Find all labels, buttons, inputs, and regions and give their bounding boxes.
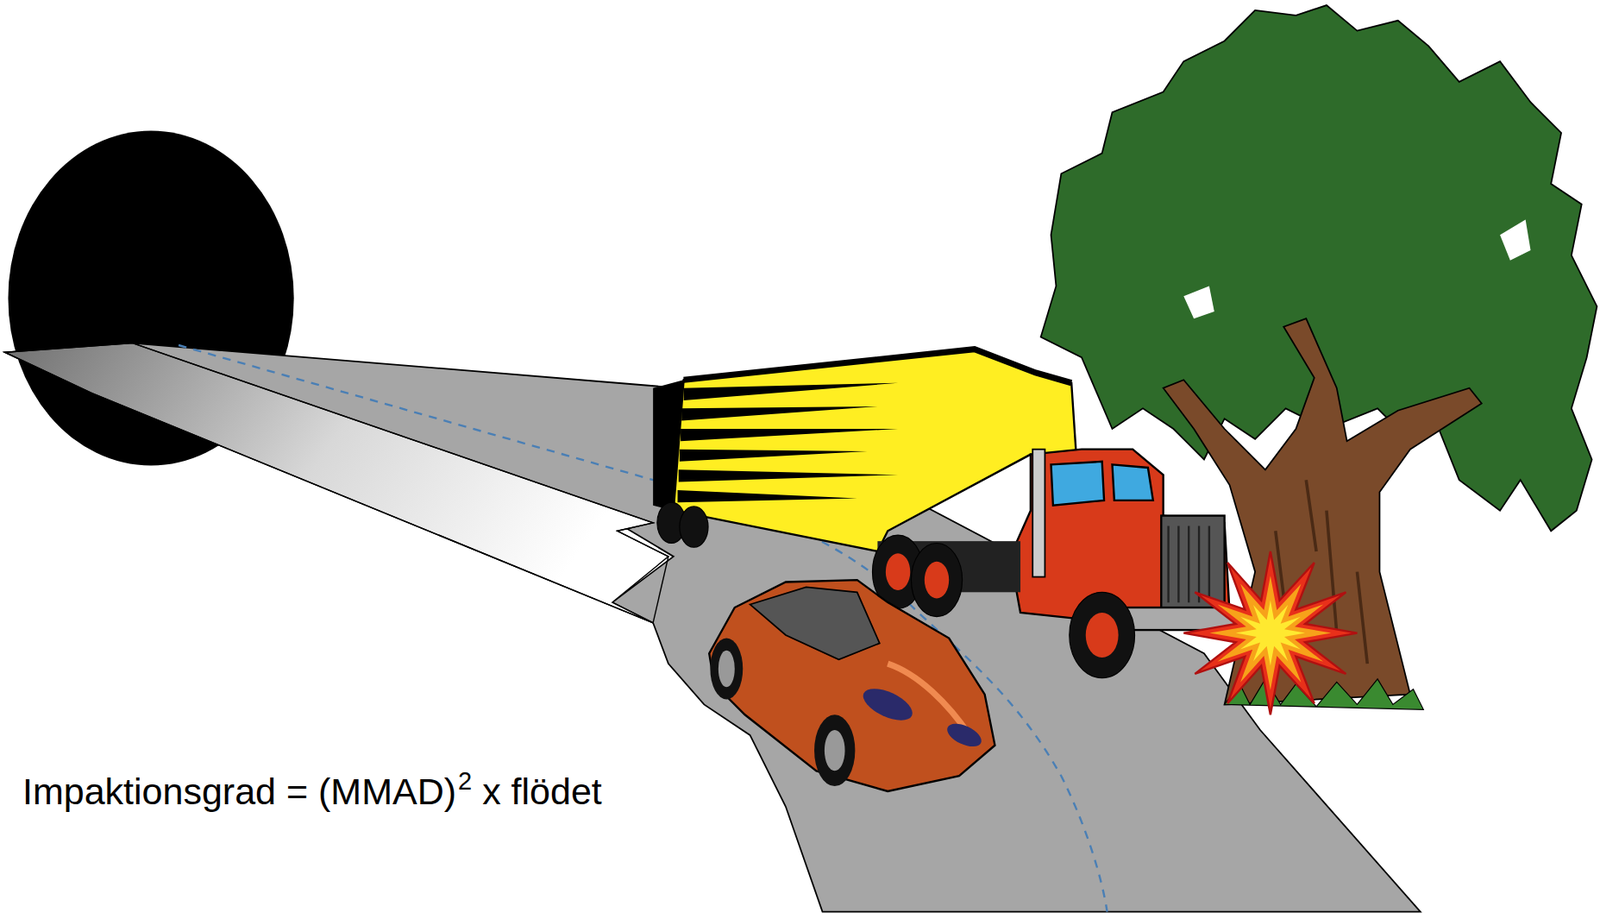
canopy-gap <box>1183 285 1214 319</box>
grille-bars <box>1168 525 1210 603</box>
trailer-roof <box>683 349 1073 383</box>
car-headlight <box>858 682 917 728</box>
exhaust-stack <box>1032 449 1045 578</box>
beam-edge <box>5 343 669 623</box>
truck-grille <box>1160 515 1224 610</box>
tree-trunk <box>1163 318 1482 704</box>
impact-burst-core <box>1236 600 1306 666</box>
exponent-label: 2 <box>458 766 472 795</box>
cab-window <box>1112 464 1154 500</box>
canopy-gap <box>1499 219 1531 260</box>
car-body <box>709 579 995 791</box>
lane-line <box>178 345 1108 912</box>
car-rims <box>718 650 846 772</box>
light-beam <box>5 343 669 623</box>
car-wheels <box>709 638 855 787</box>
formula-label: x flödet <box>482 770 603 812</box>
trailer-stripes <box>677 382 899 502</box>
formula-text: Impaktionsgrad = (MMAD)2x flödet <box>22 770 603 813</box>
trailer-side <box>673 349 1077 552</box>
cab-window <box>1051 461 1105 506</box>
car-headlight <box>943 718 986 751</box>
impact-burst-inner <box>1209 575 1331 691</box>
truck-cab <box>1010 449 1230 623</box>
car-windshield <box>750 586 880 659</box>
formula-label: Impaktionsgrad = (MMAD) <box>22 770 457 812</box>
impact-burst <box>1183 551 1357 715</box>
grass <box>1224 678 1425 710</box>
